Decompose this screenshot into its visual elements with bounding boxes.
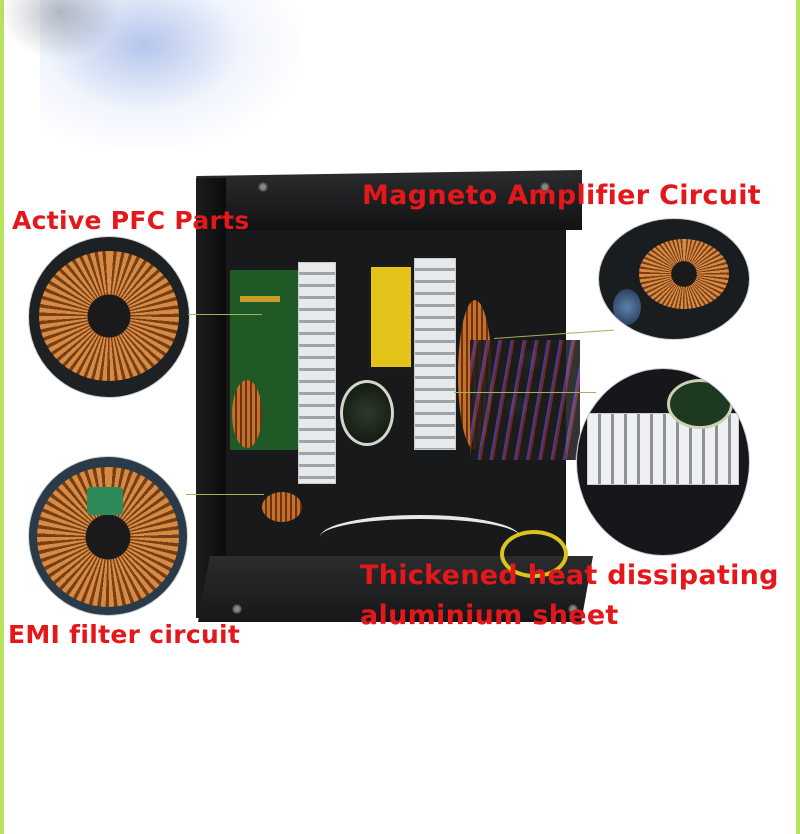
screw (232, 604, 242, 614)
toroid-coil (39, 251, 179, 381)
white-wire (320, 515, 520, 559)
leader-line (188, 314, 262, 315)
capacitor (613, 289, 641, 325)
label-heatsink-line1: Thickened heat dissipating (360, 560, 779, 591)
heatsink-zoom-circle (576, 368, 750, 556)
pfc-coil (232, 380, 262, 448)
emi-zoom-circle (28, 456, 188, 616)
screw (258, 182, 268, 192)
leader-line (454, 392, 596, 393)
magamp-zoom-circle (598, 218, 750, 340)
leader-line (186, 494, 264, 495)
emi-coil (262, 492, 302, 522)
background-shadow (0, 0, 120, 60)
screw (568, 604, 578, 614)
label-magneto-amplifier: Magneto Amplifier Circuit (362, 180, 761, 211)
background-glow (40, 0, 300, 150)
pcb-trace (240, 296, 280, 302)
heatsink-right (414, 258, 456, 450)
capacitor (667, 379, 733, 429)
output-wires (470, 340, 580, 460)
label-heatsink-line2: aluminium sheet (360, 600, 619, 631)
label-active-pfc: Active PFC Parts (12, 206, 250, 235)
filter-cap (87, 487, 123, 515)
yellow-wire (500, 530, 568, 578)
heatsink-left (298, 262, 336, 484)
pfc-zoom-circle (28, 236, 190, 398)
screw (540, 182, 550, 192)
main-capacitor (340, 380, 394, 446)
toroid-coil (639, 239, 729, 309)
transformer (368, 264, 414, 370)
psu-top-cover (196, 170, 582, 230)
label-emi-filter: EMI filter circuit (8, 620, 241, 649)
psu-side-wall (196, 178, 226, 618)
